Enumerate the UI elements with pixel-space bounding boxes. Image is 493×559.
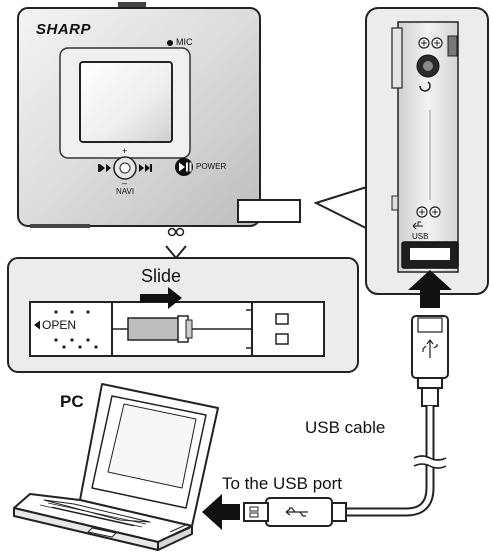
usb-cable: [243, 315, 449, 527]
side-switch: [447, 35, 458, 57]
usb-plug-tip: [251, 301, 325, 357]
bottom-edge-detail: [30, 224, 90, 228]
top-switch: [118, 2, 146, 8]
mic-hole: [167, 40, 173, 46]
screw-slot: [419, 209, 425, 215]
open-arrow-icon: [34, 320, 40, 330]
screw-slot: [421, 40, 427, 46]
slide-label: Slide: [141, 266, 182, 286]
usb-slide-switch-marker: [175, 227, 185, 237]
cable-strain-relief: [417, 377, 443, 389]
rewind-icon: [100, 164, 111, 172]
plug-step: [246, 309, 252, 349]
usb-icon: [285, 507, 308, 517]
usb-pin-window: [275, 313, 289, 325]
detail-pointer: [165, 245, 187, 260]
lcd-display: [79, 61, 173, 143]
cover-dots: [54, 310, 98, 349]
open-label: OPEN: [42, 318, 77, 332]
laptop-base-side: [157, 525, 193, 551]
usb-plug-metal: [417, 317, 443, 333]
callout-pointer: [313, 184, 371, 232]
plus-sign: +: [122, 146, 128, 156]
cable-line-inner: [346, 406, 433, 515]
laptop-screen-glass: [107, 403, 197, 489]
side-view-callout: USB: [313, 7, 489, 295]
headphone-jack-inner: [423, 61, 433, 71]
slide-detail-box: [7, 245, 359, 373]
side-clip: [391, 27, 403, 89]
fast-forward-icon: [139, 164, 150, 172]
navi-label: NAVI: [116, 187, 135, 196]
rewind-bar-icon: [98, 164, 100, 172]
slide-knob-cap: [185, 319, 193, 339]
keyboard-rows: [39, 502, 147, 528]
pause-bar-icon: [186, 162, 188, 172]
usb-slide-switch-marker: [167, 227, 177, 237]
usb-plug-metal: [243, 502, 269, 522]
headphone-icon: [419, 81, 431, 92]
usb-icon: [422, 339, 438, 358]
usb-port-label: USB: [412, 232, 428, 241]
screw-slot: [432, 209, 438, 215]
brand-logo: SHARP: [36, 21, 92, 38]
usb-pin-window: [249, 512, 259, 518]
arrow-right-icon: [140, 287, 182, 309]
power-label: POWER: [196, 162, 227, 171]
laptop-pc: [13, 383, 219, 551]
pause-bar-icon: [189, 162, 192, 172]
recorder-front: [17, 2, 301, 237]
cable-strain-relief: [421, 387, 439, 407]
minus-sign: –: [122, 178, 128, 188]
play-icon: [179, 162, 185, 172]
usb-cable-label: USB cable: [305, 418, 386, 437]
usb-pin-window: [275, 333, 289, 345]
mic-label: MIC: [176, 37, 193, 47]
pc-label: PC: [60, 392, 84, 411]
arrow-up-icon: [408, 270, 452, 308]
navi-joystick-center: [119, 162, 131, 174]
usb-icon: [412, 221, 423, 230]
arrow-left-icon: [202, 494, 240, 530]
usb-plug-extended: [237, 199, 301, 223]
usb-port-tongue: [410, 248, 450, 260]
side-clip-lower: [391, 195, 399, 211]
usb-port-instruction: To the USB port: [222, 474, 343, 493]
cable-break-mark: [413, 455, 447, 469]
fast-forward-bar-icon: [150, 164, 152, 172]
slide-knob: [127, 317, 185, 341]
laptop-usb-slot: [169, 523, 191, 537]
laptop-touchpad: [87, 527, 117, 538]
screw-slot: [434, 40, 440, 46]
usb-pin-window: [249, 506, 259, 512]
cable-break-gap: [414, 457, 446, 468]
